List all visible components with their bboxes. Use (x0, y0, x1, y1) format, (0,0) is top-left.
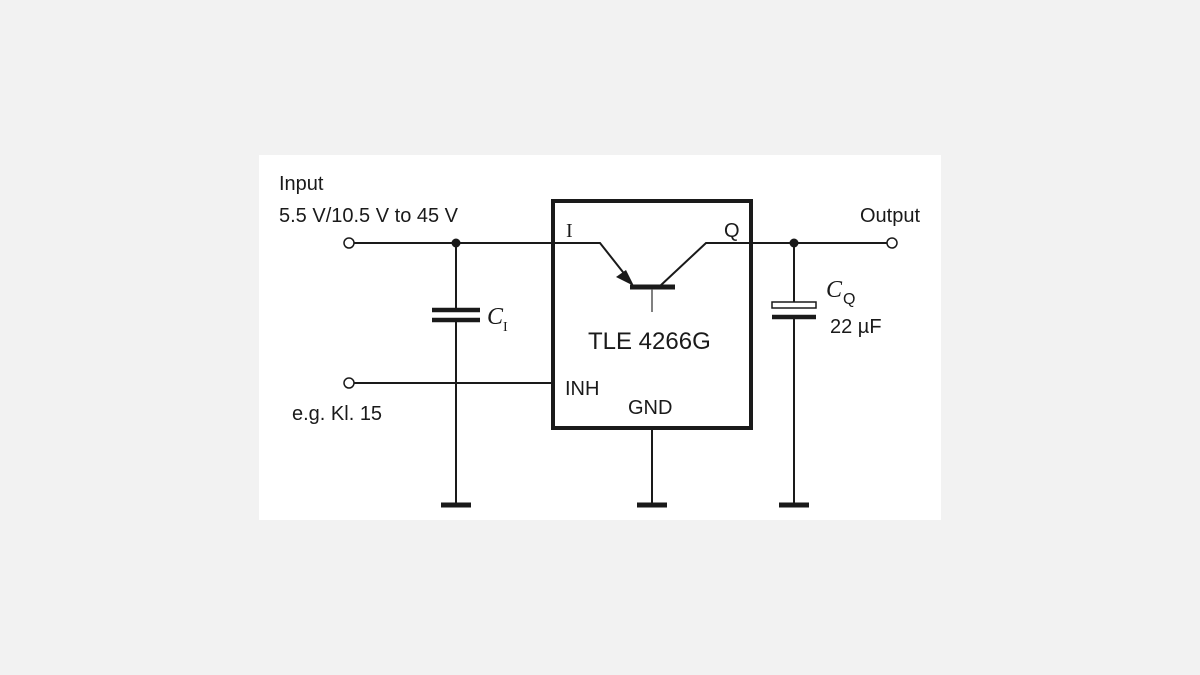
transistor-collector-lead (659, 242, 749, 287)
ic-pin-inhibit-label: INH (565, 378, 599, 400)
output-title: Output (860, 205, 920, 227)
ic-body (551, 199, 753, 430)
cap-output-plate-positive (771, 301, 817, 309)
output-terminal (886, 237, 898, 249)
inhibit-terminal (343, 377, 355, 389)
junction-dot-input (451, 238, 461, 248)
transistor-arrow (616, 270, 634, 286)
cap-output-symbol: C (826, 277, 843, 303)
cap-input-subscript: I (503, 320, 508, 335)
junction-dot-output (789, 238, 799, 248)
ic-pin-ground-label: GND (628, 397, 672, 419)
input-title: Input (279, 173, 324, 195)
input-terminal (343, 237, 355, 249)
transistor-emitter-lead (555, 242, 631, 282)
cap-output-subscript: Q (843, 291, 855, 308)
cap-output-value: 22 µF (830, 316, 882, 338)
ic-pin-input-label: I (566, 220, 573, 242)
input-voltage-range: 5.5 V/10.5 V to 45 V (279, 205, 459, 227)
ic-pin-output-label: Q (724, 220, 740, 242)
cap-input-symbol: C (487, 304, 504, 330)
ic-name: TLE 4266G (588, 328, 711, 355)
inhibit-note: e.g. Kl. 15 (292, 403, 382, 425)
